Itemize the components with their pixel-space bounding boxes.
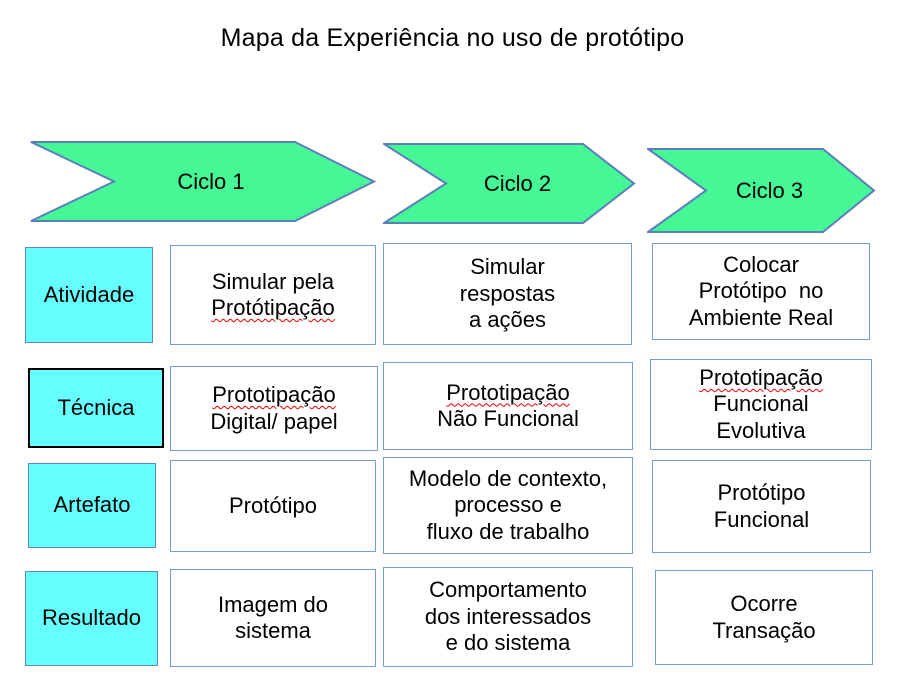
cell-line: Evolutiva — [716, 417, 806, 443]
cell-line: e do sistema — [445, 630, 571, 656]
cell-line: fluxo de trabalho — [426, 518, 590, 544]
cell-line: a ações — [468, 307, 547, 333]
cell-line: Protótipação — [211, 295, 335, 320]
cell-line: Modelo de contexto, — [408, 465, 608, 491]
cell-atividade-ciclo3[interactable]: Colocar Protótipo no Ambiente Real — [652, 243, 870, 340]
cell-line: Ambiente Real — [688, 304, 834, 330]
cell-line: Ocorre — [730, 591, 798, 617]
cell-line: Protótipo no — [698, 278, 824, 304]
cell-artefato-ciclo1[interactable]: Protótipo — [170, 460, 376, 552]
cell-line: Não Funcional — [437, 406, 579, 431]
cell-line: Protótipo — [717, 480, 806, 506]
cycle-label-1: Ciclo 1 — [177, 168, 245, 194]
cycle-label-3: Ciclo 3 — [735, 177, 804, 203]
row-label-text: Atividade — [43, 281, 135, 307]
cell-artefato-ciclo2[interactable]: Modelo de contexto, processo e fluxo de … — [383, 457, 633, 554]
cell-line: Comportamento — [429, 577, 587, 603]
cell-line: Imagem do — [217, 591, 329, 617]
cycle-arrow-3[interactable]: Ciclo 3 — [647, 148, 876, 233]
row-label-atividade[interactable]: Atividade — [25, 247, 153, 343]
cell-tecnica-ciclo3[interactable]: Prototipação Funcional Evolutiva — [650, 359, 872, 450]
cell-line: Simular — [470, 254, 545, 280]
cell-line: dos interessados — [424, 603, 592, 629]
cell-line: Prototipação — [699, 364, 823, 390]
cycle-arrow-1[interactable]: Ciclo 1 — [30, 141, 376, 222]
cell-atividade-ciclo1[interactable]: Simular pela Protótipação — [170, 245, 376, 345]
chevron-arrow-shape — [30, 141, 376, 222]
cell-line: sistema — [235, 618, 311, 643]
cell-line: respostas — [459, 280, 556, 306]
cell-line: processo e — [454, 492, 562, 518]
cell-line: Simular pela — [211, 268, 335, 294]
cell-line: Prototipação — [212, 382, 336, 408]
cell-tecnica-ciclo2[interactable]: Prototipação Não Funcional — [383, 362, 633, 450]
cell-line: Colocar — [723, 251, 799, 277]
cell-resultado-ciclo1[interactable]: Imagem do sistema — [170, 569, 376, 667]
cell-artefato-ciclo3[interactable]: Protótipo Funcional — [652, 460, 871, 553]
cycle-arrow-2[interactable]: Ciclo 2 — [383, 143, 636, 224]
cell-line: Protótipo — [228, 492, 318, 518]
row-label-text: Artefato — [53, 492, 131, 518]
cell-line: Prototipação — [446, 379, 570, 405]
row-label-resultado[interactable]: Resultado — [25, 571, 158, 666]
chevron-arrow-shape — [383, 143, 636, 224]
cycle-label-2: Ciclo 2 — [483, 170, 552, 196]
row-label-tecnica[interactable]: Técnica — [28, 368, 164, 448]
cell-line: Digital/ papel — [210, 408, 338, 434]
row-label-text: Técnica — [57, 394, 135, 420]
cell-resultado-ciclo3[interactable]: Ocorre Transação — [655, 570, 873, 665]
row-label-artefato[interactable]: Artefato — [28, 463, 156, 548]
diagram-title: Mapa da Experiência no uso de protótipo — [220, 24, 685, 52]
cell-line: Funcional — [713, 391, 809, 417]
cell-tecnica-ciclo1[interactable]: Prototipação Digital/ papel — [170, 366, 378, 451]
row-label-text: Resultado — [41, 605, 142, 631]
chevron-arrow-shape — [647, 148, 876, 233]
cell-atividade-ciclo2[interactable]: Simular respostas a ações — [383, 243, 632, 345]
cell-line: Funcional — [713, 506, 810, 532]
cell-resultado-ciclo2[interactable]: Comportamento dos interessados e do sist… — [383, 567, 633, 667]
cell-line: Transação — [712, 617, 816, 643]
